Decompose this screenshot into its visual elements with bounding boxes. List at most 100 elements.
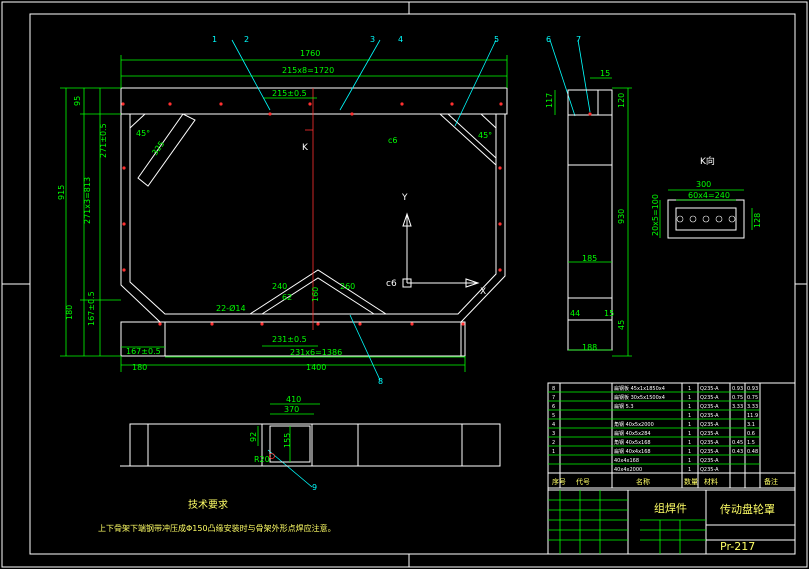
hdr-remark: 备注 [764, 477, 778, 486]
v-bracket [249, 269, 387, 315]
bv-dim-410: 410 [286, 395, 301, 404]
dim-180-bottom: 180 [132, 363, 147, 372]
detail-k-plate [667, 199, 745, 239]
bolt-holes [121, 102, 503, 326]
bv-dim-92: 92 [249, 432, 258, 442]
svg-text:8: 8 [552, 386, 555, 392]
hdr-material: 材料 [704, 477, 718, 486]
callout-2: 2 [244, 35, 249, 44]
callout-9: 9 [312, 483, 317, 492]
svg-text:1.5: 1.5 [747, 440, 755, 446]
dim-231: 231±0.5 [272, 335, 307, 344]
svg-text:1: 1 [688, 395, 691, 401]
side-dim-185: 185 [582, 254, 597, 263]
angle-45-right: 45° [478, 131, 492, 140]
detail-k-20x5: 20x5=100 [651, 194, 660, 236]
side-dim-930: 930 [617, 209, 626, 224]
bv-dim-r20: R20 [254, 455, 270, 464]
svg-text:扁钢 40x4x168: 扁钢 40x4x168 [614, 448, 651, 455]
svg-text:Q235-A: Q235-A [700, 404, 719, 410]
dim-167-bottom: 167±0.5 [126, 347, 161, 356]
hdr-name: 名称 [636, 477, 650, 486]
label-c6-axis: c6 [386, 279, 397, 289]
dim-260: 260 [340, 282, 355, 291]
svg-text:1: 1 [688, 440, 691, 446]
svg-text:Q235-A: Q235-A [700, 413, 719, 419]
svg-text:11.9: 11.9 [747, 413, 758, 419]
drawing-code: Pr-217 [720, 540, 755, 553]
svg-text:Q235-A: Q235-A [700, 395, 719, 401]
top-dimension-lines [120, 55, 508, 99]
callout-leaders [231, 39, 591, 488]
svg-text:Q235-A: Q235-A [700, 458, 719, 464]
frame-inner [129, 114, 497, 315]
side-view [554, 77, 632, 357]
dim-95: 95 [73, 96, 82, 106]
callout-1: 1 [212, 35, 217, 44]
dim-215: 215±0.5 [272, 89, 307, 98]
svg-text:扁钢板 45x1x1850x4: 扁钢板 45x1x1850x4 [614, 385, 665, 392]
label-k: K [302, 143, 309, 153]
svg-text:3.33: 3.33 [747, 404, 758, 410]
bottom-plate [120, 321, 466, 357]
bv-dim-155: 155 [283, 433, 292, 448]
side-dim-120: 120 [617, 93, 626, 108]
svg-text:Q235-A: Q235-A [700, 431, 719, 437]
detail-k-128: 128 [753, 213, 762, 228]
svg-text:0.6: 0.6 [747, 431, 755, 437]
svg-text:0.75: 0.75 [747, 395, 758, 401]
dim-240: 240 [272, 282, 287, 291]
dim-167-left: 167±0.5 [87, 291, 96, 326]
svg-text:3.1: 3.1 [747, 422, 755, 428]
svg-text:1: 1 [688, 386, 691, 392]
svg-text:5: 5 [552, 413, 555, 419]
dim-271: 271±0.5 [99, 123, 108, 158]
side-dim-15-top: 15 [600, 69, 610, 78]
svg-text:7: 7 [552, 395, 555, 401]
dim-62: 62 [282, 293, 292, 302]
bottom-channel [129, 423, 501, 467]
detail-k-view [659, 189, 753, 239]
dim-180-left: 180 [65, 305, 74, 320]
notes-title: 技术要求 [188, 498, 228, 511]
svg-text:2: 2 [552, 440, 555, 446]
detail-k-60x4: 60x4=240 [688, 191, 730, 200]
svg-text:角钢 40x5x2000: 角钢 40x5x2000 [614, 421, 654, 428]
left-dimension-lines [60, 87, 121, 357]
bom-rows: 8 扁钢板 45x1x1850x4 1 Q235-A 0.93 0.93 7 扁… [552, 385, 758, 473]
dim-1400: 1400 [306, 363, 326, 372]
dim-231x6: 231x6=1386 [290, 348, 342, 357]
dim-325: 325 [150, 139, 166, 157]
bottom-view [120, 403, 501, 467]
notes-text: 上下骨架下端钢带冲压成Φ150凸缘安装时与骨架外形点焊应注意。 [98, 523, 336, 533]
svg-text:Q235-A: Q235-A [700, 386, 719, 392]
part-group: 组焊件 [654, 501, 687, 515]
svg-text:扁钢 5.3: 扁钢 5.3 [614, 403, 634, 410]
axis-x-label: X [480, 287, 486, 297]
dim-1760: 1760 [300, 49, 320, 58]
axis-y-label: Y [401, 193, 408, 203]
svg-text:Q235-A: Q235-A [700, 440, 719, 446]
svg-text:40x4x2000: 40x4x2000 [614, 467, 642, 473]
svg-text:0.45: 0.45 [732, 440, 743, 446]
svg-text:40x4x168: 40x4x168 [614, 458, 639, 464]
top-bar [120, 87, 508, 115]
callout-5: 5 [494, 35, 499, 44]
dim-160: 160 [311, 287, 320, 302]
holes-22: 22-Ø14 [216, 303, 246, 313]
coordinate-axes [402, 212, 480, 288]
dim-271x3: 271x3=813 [83, 177, 92, 224]
dim-215x8: 215x8=1720 [282, 66, 334, 75]
svg-text:Q235-A: Q235-A [700, 449, 719, 455]
svg-text:1: 1 [552, 449, 555, 455]
callout-4: 4 [398, 35, 403, 44]
svg-text:1: 1 [688, 458, 691, 464]
title-block-lines [547, 382, 796, 555]
side-dim-117: 117 [545, 93, 554, 108]
callout-8: 8 [378, 377, 383, 386]
bv-dim-370: 370 [284, 405, 299, 414]
callout-3: 3 [370, 35, 375, 44]
callout-7: 7 [576, 35, 581, 44]
svg-text:0.75: 0.75 [732, 395, 743, 401]
